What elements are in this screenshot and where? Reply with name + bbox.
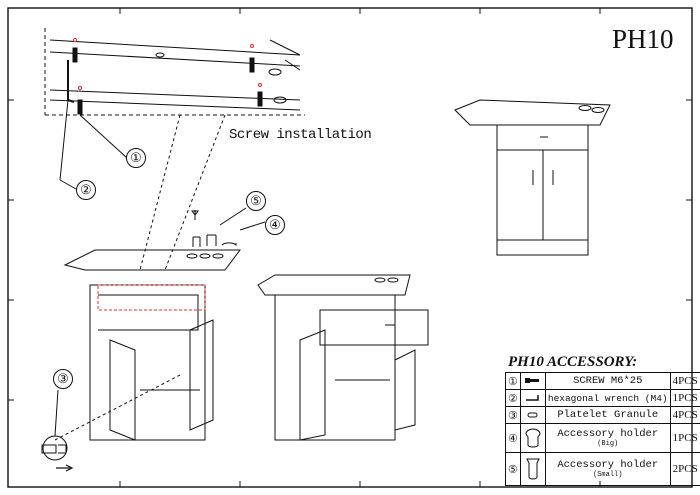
item-name-text: Accessory holder (557, 428, 659, 440)
row-number: ④ (505, 423, 521, 453)
item-name: Accessory holder(Big) (544, 423, 671, 453)
item-size: (Big) (597, 440, 619, 448)
row-number: ② (505, 389, 521, 407)
model-title: PH10 (612, 24, 674, 54)
item-name: Platelet Granule (544, 406, 671, 424)
table-row: ① SCREW M6*25 4PCS (505, 372, 700, 390)
callout-4: ④ (265, 215, 285, 235)
screw-icon (519, 372, 546, 390)
cabinet-drawer-open-view (257, 274, 429, 441)
item-name-text: Accessory holder (557, 459, 659, 471)
table-row: ⑤ Accessory holder(Small) 2PCS (505, 452, 700, 486)
accessory-table: ① SCREW M6*25 4PCS ② hexagonal wrench (M… (505, 372, 700, 486)
row-number: ⑤ (505, 452, 521, 486)
screw-icon (72, 47, 263, 115)
cabinet-assembled-view (454, 99, 611, 256)
item-size: (Small) (593, 471, 623, 479)
accessory-holder-small-icon (519, 452, 546, 486)
table-row: ② hexagonal wrench (M4) 1PCS (505, 389, 700, 407)
drawing-frame (7, 7, 693, 488)
platelet-granule-icon (519, 406, 546, 424)
callout-5: ⑤ (246, 191, 266, 211)
screw-position-marks (73, 38, 262, 90)
item-name: Accessory holder(Small) (544, 452, 671, 486)
item-qty: 1PCS (669, 423, 700, 453)
item-qty: 1PCS (669, 389, 700, 407)
callout-1: ① (126, 148, 146, 168)
frame-ticks (8, 8, 692, 487)
table-row: ③ Platelet Granule 4PCS (505, 406, 700, 424)
accessory-holder-big-icon (519, 423, 546, 453)
item-qty: 4PCS (669, 406, 700, 424)
item-name: hexagonal wrench (M4) (544, 389, 671, 407)
item-name: SCREW M6*25 (544, 372, 671, 390)
row-number: ① (505, 372, 521, 390)
table-row: ④ Accessory holder(Big) 1PCS (505, 423, 700, 453)
platelet-granule-detail (41, 389, 74, 472)
callout-3: ③ (53, 369, 73, 389)
item-qty: 4PCS (669, 372, 700, 390)
callout-2: ② (76, 180, 96, 200)
hex-wrench-icon (519, 389, 546, 407)
screw-detail-inset (44, 28, 305, 271)
screw-installation-label: Screw installation (229, 127, 372, 143)
row-number: ③ (505, 406, 521, 424)
item-qty: 2PCS (669, 452, 700, 486)
accessory-heading: PH10 ACCESSORY: (508, 354, 638, 370)
cabinet-exploded-view (54, 207, 266, 441)
